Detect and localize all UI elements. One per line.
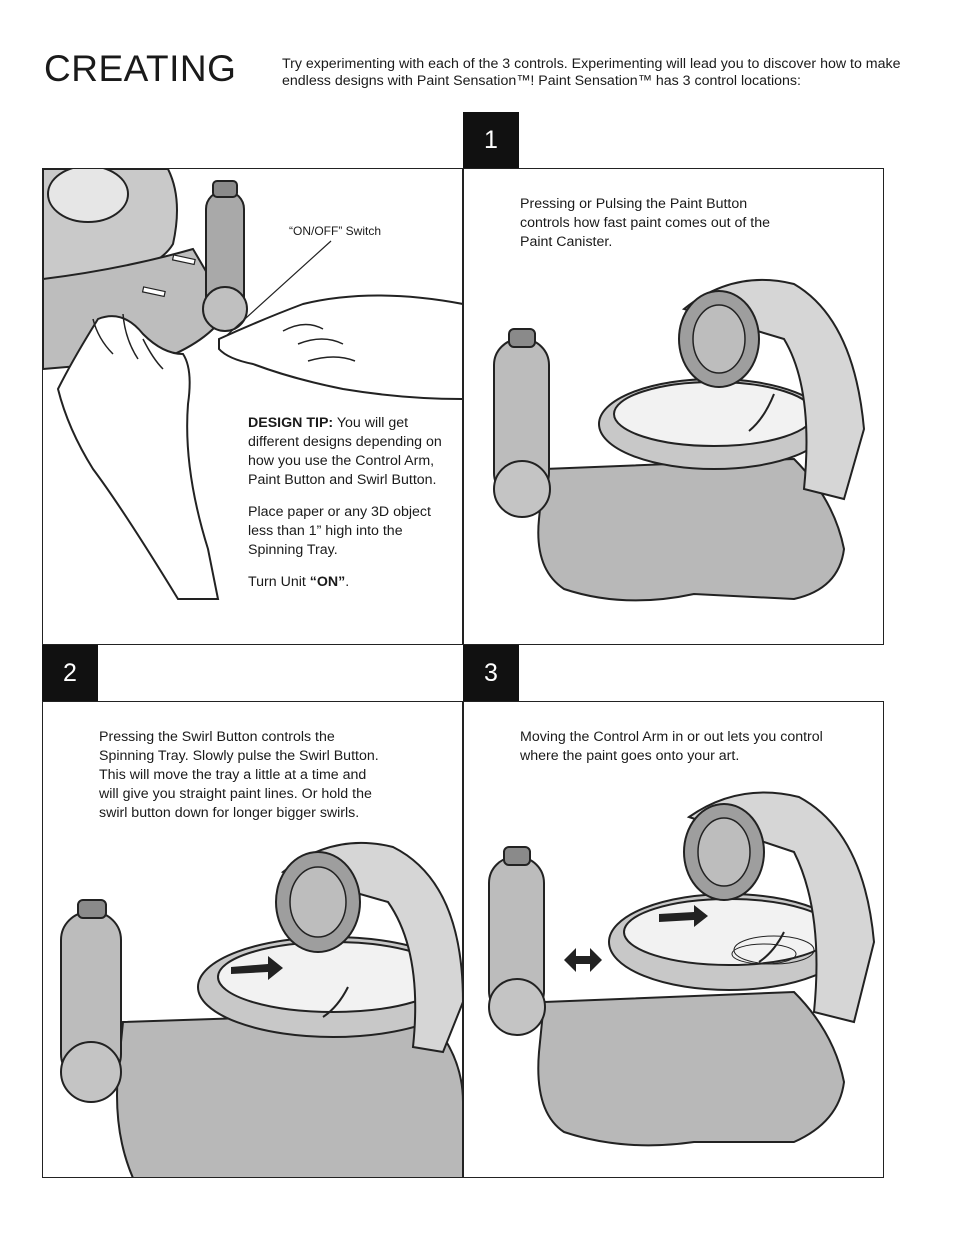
step-1-text: Pressing or Pulsing the Paint Button con… [520,196,770,250]
turn-on-text: Turn Unit “ON”. [248,574,350,590]
design-tip-panel: “ON/OFF” Switch DESIGN TIP: You will get… [42,168,463,645]
paint-machine-illustration-3 [488,791,876,1147]
design-tip-body: You will get different designs depending… [248,415,442,488]
step-2-number: 2 [42,645,98,701]
step-2-text: Pressing the Swirl Button controls the S… [99,729,379,821]
step-1-panel: Pressing or Pulsing the Paint Button con… [463,168,884,645]
hands-on-switch-illustration [43,169,462,600]
page-title: CREATING [44,48,237,89]
step-3-number: 3 [463,645,519,701]
paint-machine-illustration-2 [60,841,462,1177]
paint-machine-illustration-1 [493,278,866,602]
place-paper-text: Place paper or any 3D object less than 1… [248,504,431,558]
design-tip-text: DESIGN TIP: You will get different desig… [248,414,448,605]
step-1-number: 1 [463,112,519,168]
design-tip-heading: DESIGN TIP: [248,415,334,431]
on-off-switch-label: “ON/OFF” Switch [289,224,381,238]
intro-text: Try experimenting with each of the 3 con… [282,56,901,89]
step-3-panel: Moving the Control Arm in or out lets yo… [463,701,884,1178]
step-2-panel: Pressing the Swirl Button controls the S… [42,701,463,1178]
step-3-text: Moving the Control Arm in or out lets yo… [520,729,823,764]
